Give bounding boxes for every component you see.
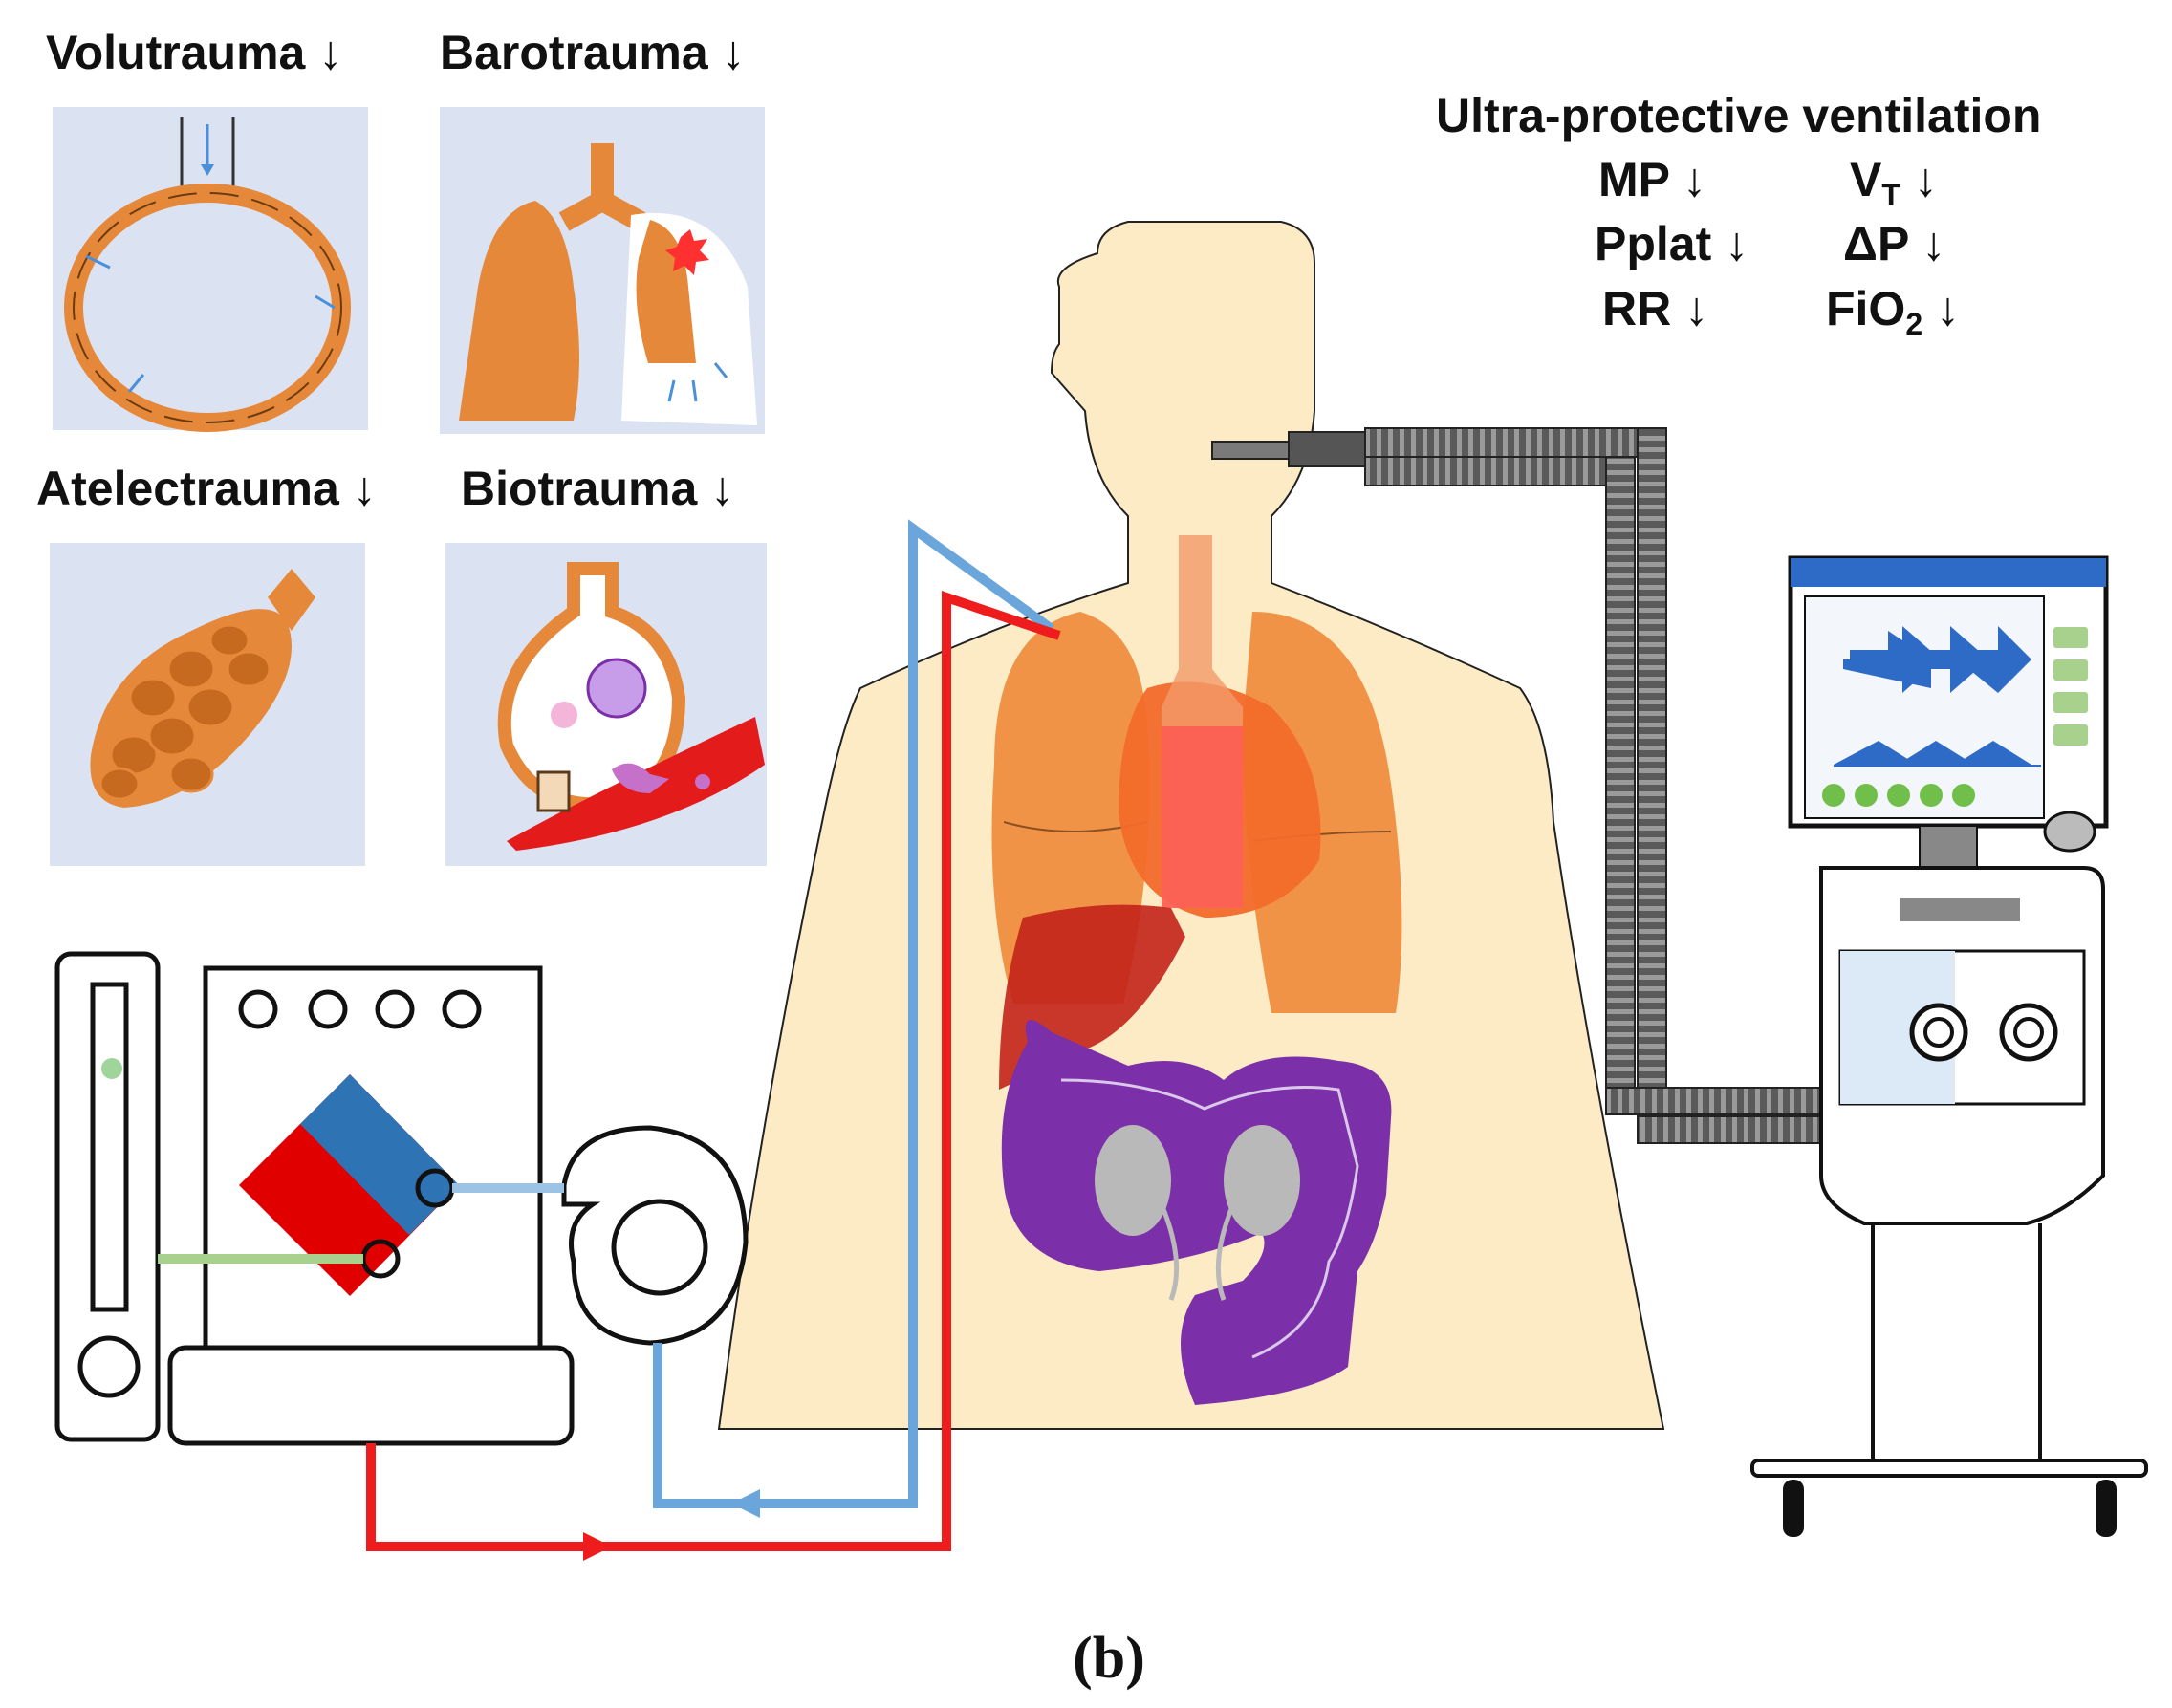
param-vt: VT ↓	[1850, 153, 1938, 212]
inflammation-icon	[497, 562, 765, 851]
expiratory-port	[1909, 1003, 1968, 1062]
flow-indicator-dot	[101, 1058, 122, 1079]
ventilation-title: Ultra-protective ventilation	[1436, 89, 2041, 142]
atelectrauma-label: Atelectrauma ↓	[36, 462, 377, 515]
aorta-organ	[1162, 726, 1243, 908]
console-knob-3	[375, 989, 415, 1029]
console-knob-1	[238, 989, 278, 1029]
centrifugal-pump-icon	[561, 1125, 749, 1346]
ventilation-parameters: Ultra-protective ventilation MP ↓ VT ↓ P…	[1436, 89, 2041, 341]
barotrauma-label: Barotrauma ↓	[440, 26, 746, 79]
flow-waveform-icon	[1834, 741, 2041, 767]
param-rr: RR ↓	[1602, 282, 1708, 335]
atelectrauma-panel: Atelectrauma ↓	[36, 462, 377, 866]
ventilator-pole-right	[2038, 1223, 2042, 1460]
venous-cannula	[653, 519, 1054, 1518]
volutrauma-panel: Volutrauma ↓	[46, 26, 368, 432]
pressure-waveform-icon	[1843, 626, 2031, 693]
console-knob-2	[308, 989, 348, 1029]
figure-caption: (b)	[1073, 1626, 1145, 1691]
injury-panel-grid: Volutrauma ↓ Barotrauma ↓	[36, 26, 767, 866]
lungs-icon	[459, 143, 757, 425]
param-pplat: Pplat ↓	[1595, 217, 1748, 270]
monitor-side-buttons	[2053, 627, 2088, 746]
ventilator-cart-base	[1750, 1459, 2148, 1478]
barotrauma-panel: Barotrauma ↓	[440, 26, 765, 434]
intestines-organ	[1001, 1020, 1392, 1405]
ecmo-base	[167, 1345, 575, 1446]
left-kidney-organ	[1095, 1125, 1171, 1236]
volutrauma-label: Volutrauma ↓	[46, 26, 342, 79]
collapsed-alveoli-icon	[90, 569, 315, 808]
monitor-indicator-leds	[1822, 784, 1975, 807]
ventilator-pole-left	[1871, 1223, 1875, 1460]
arterial-cannula	[366, 591, 1061, 1561]
monitor-stand	[1919, 825, 1978, 869]
biotrauma-panel: Biotrauma ↓	[445, 462, 767, 866]
ecmo-machine	[54, 951, 749, 1446]
monitor-screen	[1804, 595, 2045, 819]
param-delta-p: ΔP ↓	[1843, 217, 1945, 270]
human-body	[717, 221, 1665, 1430]
monitor-header-bar	[1791, 558, 2106, 587]
wheel-right	[2096, 1480, 2117, 1537]
flow-meter-tube	[90, 982, 129, 1312]
wheel-left	[1783, 1480, 1804, 1537]
monitor-knob	[2043, 811, 2096, 853]
param-fio2: FiO2 ↓	[1826, 282, 1960, 341]
oxygenator-icon	[239, 1074, 459, 1296]
right-kidney-organ	[1224, 1125, 1300, 1236]
param-mp: MP ↓	[1598, 153, 1706, 206]
inspiratory-port	[1999, 1003, 2058, 1062]
flow-meter-knob	[77, 1335, 141, 1398]
ventilator-machine	[1750, 555, 2148, 1537]
biotrauma-label: Biotrauma ↓	[461, 462, 734, 515]
ventilator-slot	[1900, 898, 2020, 921]
alveolus-icon	[64, 117, 351, 432]
console-knob-4	[442, 989, 482, 1029]
